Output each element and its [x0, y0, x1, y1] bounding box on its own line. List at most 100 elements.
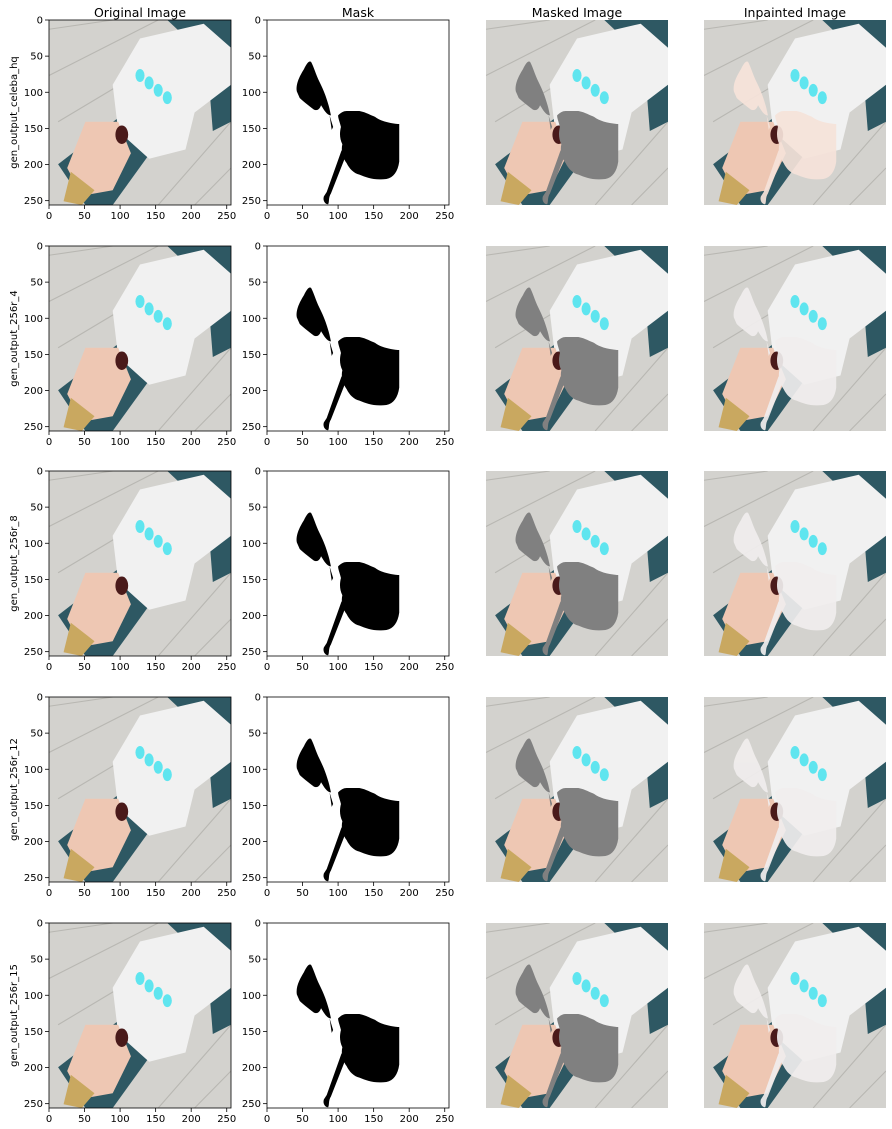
- x-tick-label: 100: [111, 1114, 130, 1125]
- y-tick-label: 150: [24, 350, 43, 361]
- x-tick-label: 200: [400, 662, 419, 673]
- x-tick-label: 250: [217, 662, 236, 673]
- x-tick-label: 150: [364, 662, 383, 673]
- panel-masked: [486, 923, 668, 1108]
- y-tick-label: 50: [248, 278, 261, 289]
- y-tick-label: 50: [30, 52, 43, 63]
- x-tick-label: 100: [329, 1114, 348, 1125]
- y-tick-label: 100: [242, 88, 261, 99]
- axes-frame: [266, 696, 450, 883]
- y-tick-label: 100: [24, 539, 43, 550]
- x-tick-label: 0: [264, 1114, 270, 1125]
- y-tick-label: 0: [37, 693, 43, 704]
- y-tick-label: 100: [24, 88, 43, 99]
- y-tick-label: 250: [242, 873, 261, 884]
- y-tick-label: 150: [242, 124, 261, 135]
- x-tick-label: 250: [435, 662, 454, 673]
- y-tick-label: 50: [248, 52, 261, 63]
- y-tick-label: 50: [30, 503, 43, 514]
- y-tick-label: 0: [255, 693, 261, 704]
- y-tick-label: 200: [24, 160, 43, 171]
- axes-frame: [266, 19, 450, 206]
- axes-frame: [48, 470, 232, 657]
- y-tick-label: 50: [30, 729, 43, 740]
- x-tick-label: 250: [435, 211, 454, 222]
- x-tick-label: 250: [217, 437, 236, 448]
- y-tick-label: 0: [37, 16, 43, 27]
- x-tick-label: 0: [264, 888, 270, 899]
- y-tick-label: 250: [24, 647, 43, 658]
- y-tick-label: 150: [24, 575, 43, 586]
- y-tick-label: 100: [24, 314, 43, 325]
- x-tick-label: 250: [435, 437, 454, 448]
- x-tick-label: 50: [296, 437, 309, 448]
- x-tick-label: 50: [78, 211, 91, 222]
- column-title: Inpainted Image: [744, 5, 847, 20]
- y-tick-label: 100: [24, 765, 43, 776]
- x-tick-label: 250: [217, 888, 236, 899]
- y-tick-label: 0: [255, 467, 261, 478]
- y-tick-label: 50: [30, 955, 43, 966]
- y-tick-label: 200: [242, 611, 261, 622]
- x-tick-label: 0: [46, 888, 52, 899]
- y-tick-label: 0: [255, 242, 261, 253]
- x-tick-label: 250: [217, 211, 236, 222]
- x-tick-label: 150: [146, 888, 165, 899]
- y-tick-label: 100: [24, 991, 43, 1002]
- panel-masked: [486, 246, 668, 431]
- y-tick-label: 0: [37, 467, 43, 478]
- y-tick-label: 50: [248, 503, 261, 514]
- x-tick-label: 50: [78, 1114, 91, 1125]
- x-tick-label: 100: [329, 888, 348, 899]
- x-tick-label: 200: [400, 437, 419, 448]
- x-tick-label: 0: [46, 437, 52, 448]
- y-tick-label: 250: [24, 873, 43, 884]
- x-tick-label: 250: [435, 888, 454, 899]
- y-tick-label: 150: [24, 1027, 43, 1038]
- column-title: Mask: [342, 5, 375, 20]
- y-tick-label: 200: [24, 1063, 43, 1074]
- y-tick-label: 150: [242, 350, 261, 361]
- y-tick-label: 0: [37, 919, 43, 930]
- x-tick-label: 200: [400, 211, 419, 222]
- x-tick-label: 100: [111, 437, 130, 448]
- y-tick-label: 0: [255, 919, 261, 930]
- y-tick-label: 100: [242, 765, 261, 776]
- x-tick-label: 150: [364, 211, 383, 222]
- panel-inpainted: [704, 923, 886, 1108]
- x-tick-label: 100: [329, 437, 348, 448]
- x-tick-label: 200: [182, 1114, 201, 1125]
- x-tick-label: 0: [264, 437, 270, 448]
- y-tick-label: 100: [242, 991, 261, 1002]
- x-tick-label: 200: [400, 1114, 419, 1125]
- y-tick-label: 50: [30, 278, 43, 289]
- column-title: Masked Image: [532, 5, 623, 20]
- y-tick-label: 250: [242, 647, 261, 658]
- photo: [49, 246, 231, 431]
- photo: [49, 471, 231, 656]
- x-tick-label: 100: [111, 211, 130, 222]
- row-label: gen_output_256r_4: [9, 290, 20, 386]
- y-tick-label: 150: [24, 801, 43, 812]
- photo: [49, 697, 231, 882]
- x-tick-label: 150: [364, 888, 383, 899]
- y-tick-label: 50: [248, 955, 261, 966]
- x-tick-label: 100: [329, 662, 348, 673]
- y-tick-label: 100: [242, 314, 261, 325]
- y-tick-label: 50: [248, 729, 261, 740]
- panel-inpainted: [704, 697, 886, 882]
- x-tick-label: 200: [400, 888, 419, 899]
- panel-masked: [486, 471, 668, 656]
- x-tick-label: 50: [296, 1114, 309, 1125]
- axes-frame: [48, 245, 232, 432]
- x-tick-label: 50: [296, 211, 309, 222]
- y-tick-label: 250: [24, 196, 43, 207]
- y-tick-label: 250: [24, 1099, 43, 1110]
- x-tick-label: 150: [146, 211, 165, 222]
- y-tick-label: 0: [37, 242, 43, 253]
